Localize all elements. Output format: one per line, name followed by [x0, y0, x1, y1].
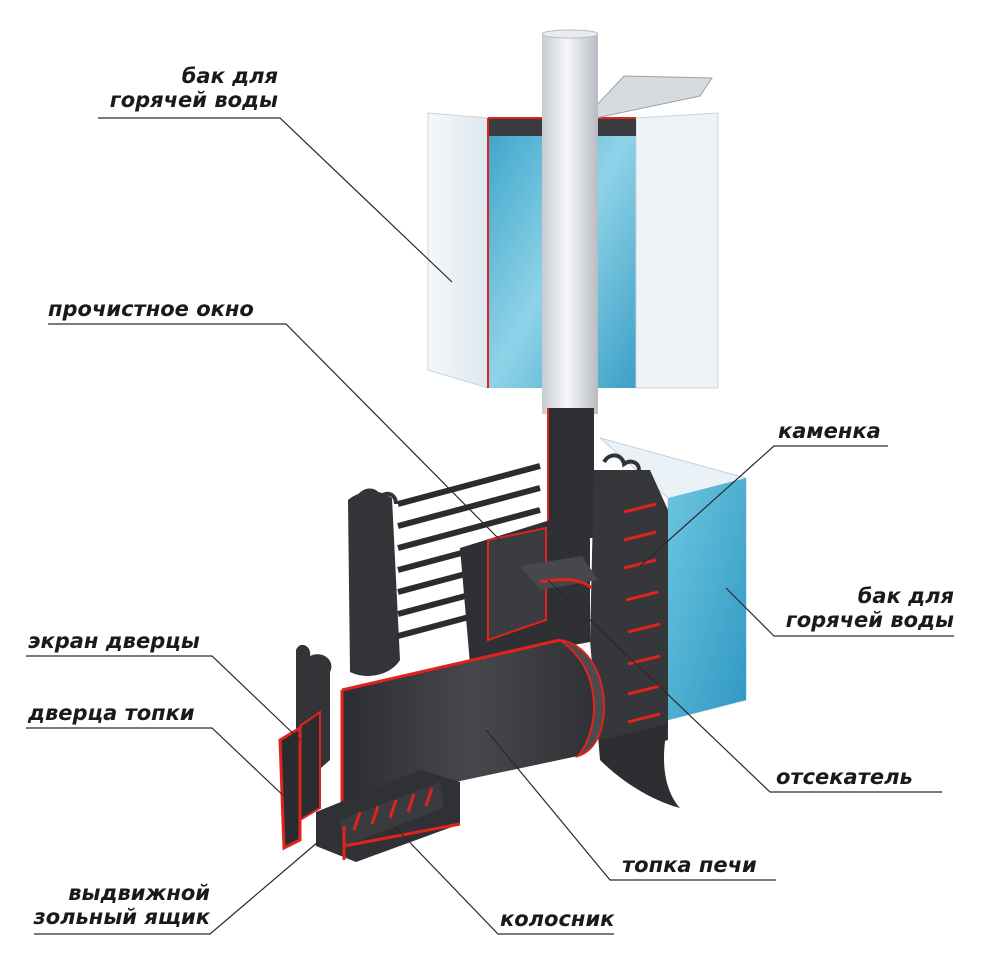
- leader-stone-heater: [639, 445, 888, 567]
- label-hot-water-tank-top: бак для горячей воды: [100, 64, 278, 112]
- label-line: горячей воды: [109, 88, 278, 112]
- leader-hot-water-tank-side: [725, 587, 954, 637]
- leader-lines: [26, 117, 954, 935]
- label-line: горячей воды: [785, 608, 954, 632]
- side-hot-water-tank: [599, 437, 747, 721]
- label-line: бак для: [857, 584, 954, 608]
- leader-ash-drawer: [34, 841, 319, 935]
- label-grate: колосник: [500, 907, 615, 931]
- label-door-screen: экран дверцы: [28, 629, 200, 653]
- leader-firebox-door: [26, 727, 289, 801]
- label-ash-drawer: выдвижной зольный ящик: [30, 881, 210, 929]
- top-hot-water-tank: [427, 75, 719, 389]
- label-stone-heater: каменка: [778, 419, 881, 443]
- leader-door-screen: [26, 655, 301, 741]
- label-line: выдвижной: [68, 881, 210, 905]
- label-line: зольный ящик: [33, 905, 210, 929]
- label-firebox-door: дверца топки: [28, 701, 195, 725]
- chimney-pipe: [541, 29, 599, 538]
- label-cleaning-window: прочистное окно: [48, 297, 254, 321]
- stove-body: [278, 453, 680, 862]
- leader-hot-water-tank-top: [98, 117, 453, 283]
- leader-cutoff: [547, 579, 942, 793]
- leader-grate: [393, 825, 614, 935]
- label-firebox: топка печи: [622, 853, 757, 877]
- label-hot-water-tank-side: бак для горячей воды: [776, 584, 954, 632]
- label-cutoff: отсекатель: [776, 765, 913, 789]
- leader-firebox: [485, 729, 776, 881]
- label-line: бак для: [181, 64, 278, 88]
- leader-cleaning-window: [48, 323, 501, 541]
